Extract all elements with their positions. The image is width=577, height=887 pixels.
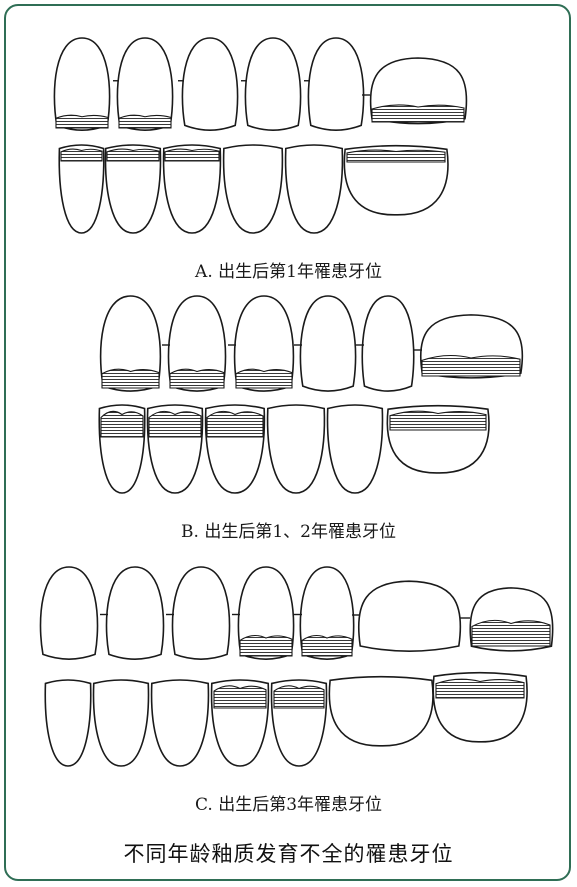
panel-a-label: A. 出生后第1年罹患牙位 [0, 257, 577, 282]
lower-molar [329, 677, 433, 746]
upper-tooth-3 [182, 38, 237, 130]
upper-tooth-3 [172, 567, 229, 659]
enamel-defect-band [101, 411, 143, 437]
upper-tooth-2 [106, 567, 163, 659]
enamel-defect-band [165, 149, 219, 161]
enamel-defect-band [240, 636, 292, 657]
enamel-defect-band [274, 686, 324, 708]
enamel-defect-band [56, 115, 108, 128]
upper-tooth-4 [300, 296, 355, 391]
panel-c-label: C. 出生后第3年罹患牙位 [0, 790, 577, 815]
lower-tooth-3 [152, 680, 209, 766]
enamel-defect-band [170, 369, 224, 388]
panel-a-teeth [54, 38, 466, 233]
lower-tooth-4 [224, 145, 283, 233]
enamel-defect-band [61, 149, 102, 161]
enamel-defect-band [207, 411, 263, 437]
figure-caption: 不同年龄釉质发育不全的罹患牙位 [0, 838, 577, 868]
enamel-defect-band [236, 369, 292, 388]
enamel-defect-band [302, 636, 352, 657]
upper-tooth-5 [308, 38, 363, 130]
enamel-defect-band [436, 679, 524, 698]
panel-b-teeth [99, 296, 522, 493]
lower-tooth-5 [328, 405, 383, 493]
enamel-defect-band [422, 356, 520, 377]
enamel-defect-band [119, 115, 171, 128]
panel-c-teeth [40, 567, 552, 766]
enamel-defect-band [390, 411, 486, 430]
enamel-defect-band [107, 149, 159, 161]
upper-molar [359, 581, 461, 651]
enamel-defect-band [149, 411, 201, 437]
upper-tooth-4 [245, 38, 300, 130]
enamel-defect-band [214, 686, 266, 708]
upper-tooth-5 [362, 296, 414, 391]
lower-tooth-4 [268, 405, 325, 493]
enamel-defect-band [472, 620, 550, 646]
upper-tooth-1 [40, 567, 97, 659]
enamel-defect-band [372, 105, 464, 122]
lower-tooth-5 [286, 145, 343, 233]
panel-b-label: B. 出生后第1、2年罹患牙位 [0, 517, 577, 542]
enamel-defect-band [347, 150, 445, 162]
lower-tooth-1 [45, 680, 90, 766]
enamel-defect-band [102, 369, 159, 388]
lower-tooth-2 [94, 680, 149, 766]
